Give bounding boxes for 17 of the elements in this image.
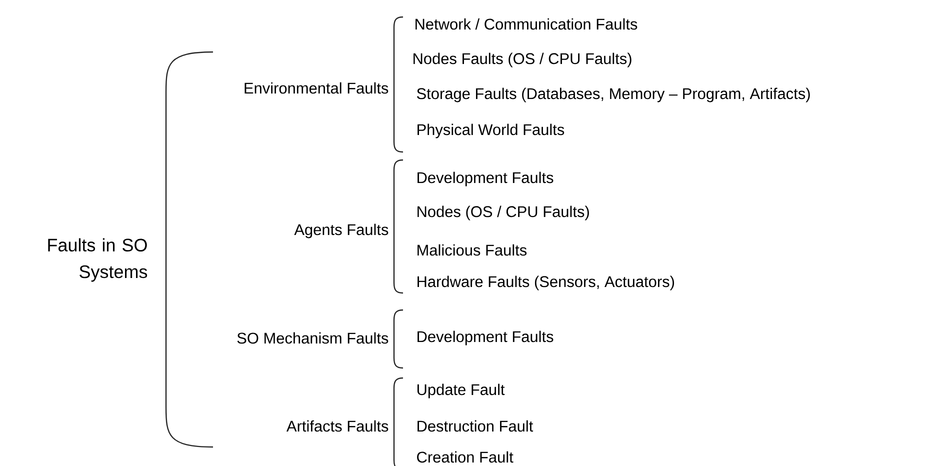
- item-label: Development Faults: [418, 172, 554, 186]
- category-label: Environmental Faults: [244, 82, 388, 94]
- category-label: SO Mechanism Faults: [237, 332, 388, 344]
- item-label: Storage Faults (Databases, Memory – Program, Artifacts): [416, 88, 810, 102]
- item-label: Network / Communication Faults: [416, 18, 638, 30]
- item-label: Nodes Faults (OS / CPU Faults): [414, 52, 632, 68]
- item-label: Update Fault: [417, 384, 505, 398]
- item-label: Malicious Faults: [418, 244, 527, 256]
- category-label: Artifacts Faults: [286, 420, 388, 432]
- item-label: Destruction Fault: [418, 420, 534, 432]
- category-label: Agents Faults: [294, 224, 388, 238]
- item-label: Nodes (OS / CPU Faults): [418, 206, 589, 220]
- item-label: Creation Fault: [417, 451, 514, 463]
- item-label: Physical World Faults: [418, 124, 564, 138]
- item-label: Hardware Faults (Sensors, Actuators): [418, 276, 674, 290]
- item-label: Development Faults: [418, 330, 554, 346]
- root-label: Faults in SO Systems: [48, 238, 148, 282]
